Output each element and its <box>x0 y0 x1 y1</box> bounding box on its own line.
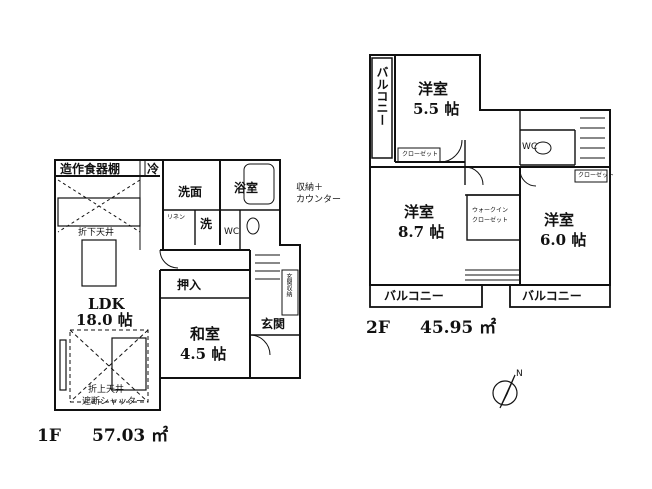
oshiire-label: 押入 <box>177 278 202 292</box>
ldk-size: 18.0 帖 <box>76 311 133 329</box>
floor2-area: 45.95 ㎡ <box>420 318 497 338</box>
balcony-left-label: バルコニー <box>384 289 444 303</box>
floor2-label: 2F <box>366 318 390 338</box>
refrigerator-label: 冷 <box>147 162 160 176</box>
shoe-storage-label: 玄関収納 <box>285 273 292 297</box>
washer-label: 洗 <box>200 217 213 231</box>
walk-in-label-1: ウォークイン <box>472 207 509 214</box>
floor1-label: 1F <box>37 426 61 446</box>
walk-in-label-2: クローゼット <box>472 217 509 224</box>
wc-1f-label: WC <box>224 227 240 237</box>
floor1-outline <box>54 159 301 411</box>
room-b-name: 洋室 <box>404 203 435 221</box>
genkan-label: 玄関 <box>261 317 286 331</box>
ldk-name: LDK <box>88 295 125 313</box>
dish-shelf-label: 造作食器棚 <box>60 162 121 176</box>
kitchen-ceiling-label: 折下天井 <box>78 228 115 238</box>
storage-counter-label-2: カウンター <box>296 195 342 205</box>
balcony-vertical-label: バルコニー <box>375 66 389 126</box>
closet-a-label: クローゼット <box>402 151 439 158</box>
floor1-area: 57.03 ㎡ <box>92 426 169 446</box>
floor2-outline <box>369 54 611 286</box>
compass-icon <box>492 374 518 409</box>
bath-label: 浴室 <box>234 181 259 195</box>
room-c-size: 6.0 帖 <box>540 231 587 249</box>
linen-label: リネン <box>167 214 186 221</box>
closet-c-label: クローゼット <box>578 172 615 179</box>
storage-counter-label-1: 収納＋ <box>296 183 324 193</box>
room-a-name: 洋室 <box>418 80 449 98</box>
wc-2f-label: WC <box>522 142 538 152</box>
room-b-size: 8.7 帖 <box>398 223 445 241</box>
shutter-label: 遮断シャッター <box>82 397 146 407</box>
balcony-right-label: バルコニー <box>522 289 582 303</box>
washitsu-name: 和室 <box>190 325 221 343</box>
room-a-size: 5.5 帖 <box>413 100 460 118</box>
washroom-label: 洗面 <box>178 185 203 199</box>
compass-label: N <box>516 369 523 379</box>
room-c-name: 洋室 <box>544 211 575 229</box>
lowered-ceiling-label: 折上天井 <box>88 385 125 395</box>
washitsu-size: 4.5 帖 <box>180 345 227 363</box>
